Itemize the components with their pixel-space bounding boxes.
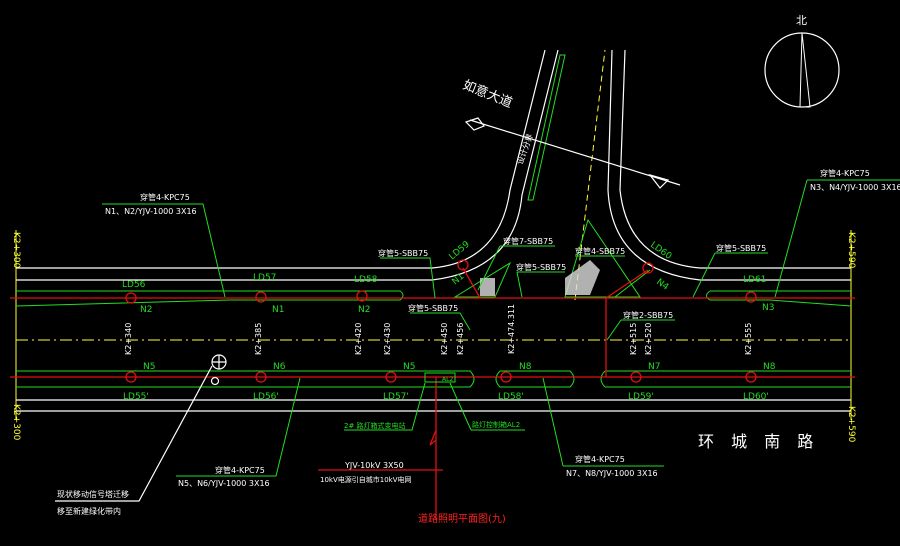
callout-text: 穿管4-SBB75 (575, 246, 625, 256)
station-mark: K2+515 (629, 323, 638, 355)
callouts: 穿管4-KPC75 N1、N2/YJV-1000 3X16 穿管4-KPC75 … (55, 168, 900, 516)
stations: K2+300 K2+300 K2+590 K2+590 K2+340 K2+38… (11, 232, 856, 443)
label-text: LD60' (743, 392, 769, 402)
label-text: LD56 (122, 280, 146, 290)
label-text: N5 (143, 362, 155, 372)
callout-text: YJV-10kV 3X50 (344, 461, 404, 470)
callout-text: 穿管5-SBB75 (378, 248, 428, 258)
north-label: 北 (796, 14, 807, 27)
station-mark: K2+474.311 (507, 304, 516, 354)
label-text: N8 (763, 362, 776, 372)
label-text: N4 (654, 277, 670, 292)
callout-text: 穿管4-KPC75 (820, 168, 870, 178)
station-mark: K2+420 (354, 323, 363, 355)
callout-text: 穿管5-SBB75 (716, 243, 766, 253)
callout-text: 移至新建绿化带内 (57, 506, 121, 516)
callout-text: 穿管5-SBB75 (408, 303, 458, 313)
label-text: N3 (762, 303, 774, 313)
label-text: LD56' (253, 392, 279, 402)
boundary-label: 设计分界 (514, 132, 534, 165)
label-text: LD58' (498, 392, 524, 402)
label-text: N5 (403, 362, 415, 372)
station-right-top: K2+590 (846, 232, 856, 269)
station-right-bottom: K2+590 (846, 406, 856, 443)
label-text: N2 (358, 305, 370, 315)
callout-text: N3、N4/YJV-1000 3X16 (810, 183, 900, 192)
main-road: AL2 (10, 218, 855, 520)
callout-text: 路灯控制箱AL2 (472, 420, 520, 429)
label-text: LD60 (648, 240, 673, 262)
label-text: LD58 (354, 275, 378, 285)
lamps-bottom: LD55'N5 LD56'N6 LD57'N5 LD58'N8 LD59'N7 … (123, 362, 776, 402)
street-lamp-icon[interactable]: LD60' N8 (743, 362, 776, 402)
label-text: LD55' (123, 392, 149, 402)
callout-text: 2# 路灯箱式变电站 (344, 421, 406, 430)
label-text: LD61 (743, 275, 766, 285)
street-lamp-icon[interactable]: LD58' N8 (498, 362, 532, 402)
label-text: N1 (272, 305, 284, 315)
street-lamp-icon[interactable]: LD57' N5 (383, 362, 415, 402)
street-lamp-icon[interactable]: LD59' N7 (628, 362, 660, 402)
label-text: N7 (648, 362, 660, 372)
callout-text: 穿管4-KPC75 (575, 454, 625, 464)
station-left-bottom: K2+300 (11, 404, 21, 441)
label-text: N1 (451, 272, 467, 288)
station-left-top: K2+300 (11, 232, 21, 269)
north-arrow-icon: 北 (764, 14, 840, 108)
main-road-name: 环 城 南 路 (698, 432, 819, 451)
station-mark: K2+430 (383, 323, 392, 355)
street-lamp-icon[interactable]: LD56' N6 (253, 362, 286, 402)
callout-text: 穿管4-KPC75 (140, 192, 190, 202)
callout-text: 现状移动信号塔迁移 (57, 489, 129, 499)
station-mark: K2+555 (744, 323, 753, 355)
label-text: LD59' (628, 392, 654, 402)
label-text: LD57 (253, 273, 276, 283)
label-text: N2 (140, 305, 152, 315)
station-mark: K2+385 (254, 323, 263, 355)
label-text: LD59 (448, 239, 473, 262)
callout-text: 穿管7-SBB75 (503, 236, 553, 246)
station-mark: K2+456 (456, 323, 465, 355)
label-text: N6 (273, 362, 286, 372)
callout-text: N7、N8/YJV-1000 3X16 (566, 469, 658, 478)
label-text: N8 (519, 362, 532, 372)
callout-text: 穿管2-SBB75 (623, 310, 673, 320)
street-lamp-icon[interactable]: LD55' N5 (123, 362, 155, 402)
callout-text: N1、N2/YJV-1000 3X16 (105, 207, 197, 216)
label-text: LD57' (383, 392, 409, 402)
station-mark: K2+340 (124, 323, 133, 355)
drawing-title: 道路照明平面图(九) (418, 512, 506, 525)
callout-text: 穿管4-KPC75 (215, 465, 265, 475)
callout-text: 穿管5-SBB75 (516, 262, 566, 272)
callout-text: N5、N6/YJV-1000 3X16 (178, 479, 270, 488)
callout-text: 10kV电源引自城市10kV电网 (320, 475, 412, 484)
station-mark: K2+520 (644, 323, 653, 355)
station-mark: K2+450 (440, 323, 449, 355)
box-tag: AL2 (442, 376, 453, 383)
cross-road-name: 如意大道 (461, 77, 515, 111)
